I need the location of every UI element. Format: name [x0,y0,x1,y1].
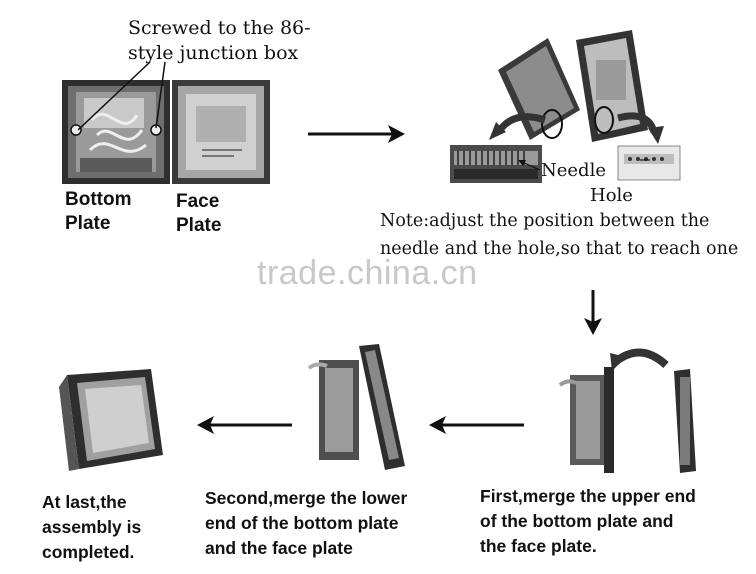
needle-label: Needle [541,160,606,181]
second-step-line1: Second,merge the lower [205,488,408,508]
last-step-line3: completed. [42,542,135,562]
hole-label: Hole [590,185,633,206]
face-plate-label: Face Plate [176,190,221,238]
first-step-line1: First,merge the upper end [480,486,696,506]
second-step-caption: Second,merge the lower end of the bottom… [205,486,407,561]
completed-assembly-image [55,365,167,475]
face-plate-image [172,80,270,184]
first-step-line3: the face plate. [480,536,597,556]
note-text: Note:adjust the position between the nee… [380,207,738,263]
face-plate-label-line1: Face [176,191,220,212]
last-step-line2: assembly is [42,517,142,537]
note-line1: Note:adjust the position between the [380,211,710,231]
second-step-line2: end of the bottom plate [205,513,399,533]
second-step-line3: and the face plate [205,538,353,558]
bottom-plate-label: Bottom Plate [65,188,131,236]
screw-annotation: Screwed to the 86- style junction box [128,16,311,66]
first-step-caption: First,merge the upper end of the bottom … [480,484,696,559]
note-line2: needle and the hole,so that to reach one [380,239,739,259]
last-step-caption: At last,the assembly is completed. [42,490,141,565]
bottom-plate-label-line2: Plate [65,213,111,234]
first-step-line2: of the bottom plate and [480,511,674,531]
hole-detail-image [617,145,681,181]
watermark: trade.china.cn [257,254,478,292]
last-step-line1: At last,the [42,492,127,512]
bottom-plate-label-line1: Bottom [65,189,132,210]
screw-label-line1: Screwed to the 86- [128,17,311,39]
screw-label-line2: style junction box [128,42,299,64]
second-step-image [305,340,415,472]
first-step-image [556,345,706,475]
bottom-plate-image [62,80,170,184]
face-plate-label-line2: Plate [176,215,222,236]
